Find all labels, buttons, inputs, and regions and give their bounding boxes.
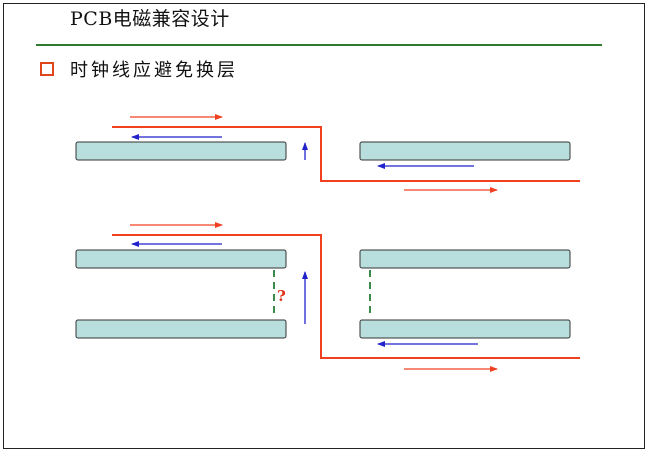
plane-right-upper (359, 141, 571, 161)
title-underline (36, 44, 602, 46)
slide-frame (3, 3, 645, 449)
section-heading: 时钟线应避免换层 (70, 60, 238, 81)
plane-left-upper (75, 141, 287, 161)
plane-left-bottom-lower (75, 319, 287, 339)
question-mark: ? (277, 287, 286, 305)
plane-left-top-lower (75, 249, 287, 269)
diagram-single-plane (75, 114, 580, 193)
plane-right-bottom-lower (359, 319, 571, 339)
slide-title: PCB电磁兼容设计 (70, 8, 230, 30)
plane-right-top-lower (359, 249, 571, 269)
section-heading-row: 时钟线应避免换层 (40, 56, 238, 82)
clock-trace-lower (112, 234, 580, 359)
diagram-two-planes: ? (75, 222, 580, 372)
clock-trace-upper (112, 126, 580, 182)
square-bullet-icon (40, 62, 54, 76)
